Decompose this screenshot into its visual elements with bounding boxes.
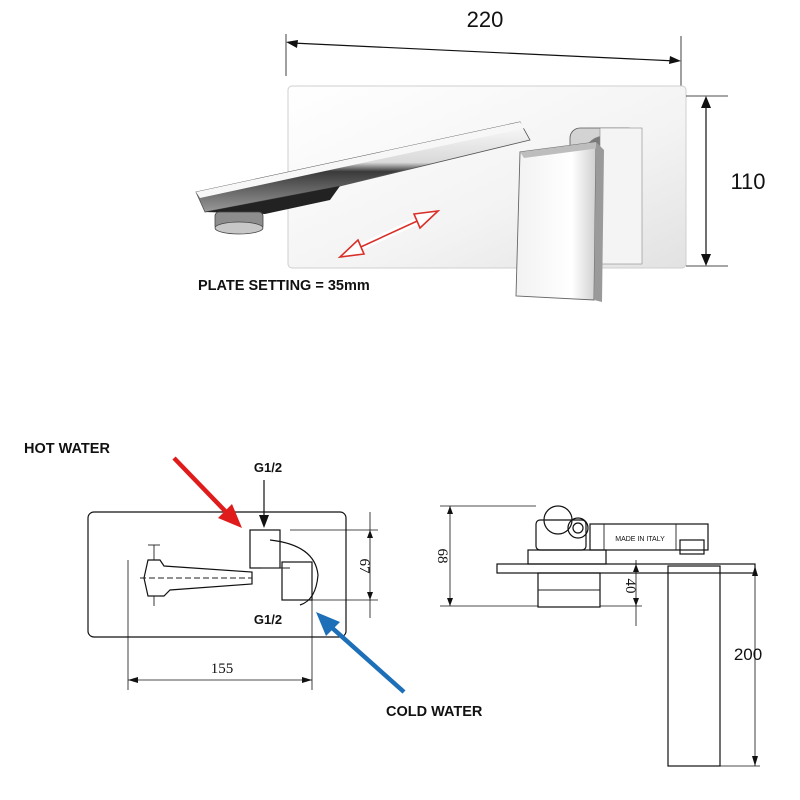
handle-side-edge xyxy=(594,142,604,302)
width-arrowhead-left xyxy=(286,40,298,48)
width-dimension-value: 220 xyxy=(467,7,504,32)
side-body-flange xyxy=(527,549,607,565)
cold-inlet-block xyxy=(281,561,313,601)
plate-arrowhead-right xyxy=(412,209,441,230)
plate-setting-note: PLATE SETTING = 35mm xyxy=(198,278,370,294)
plate-setting-arrow xyxy=(337,209,441,259)
side-overall-dim-value: 68 xyxy=(434,549,450,564)
handle-lever xyxy=(515,141,604,302)
hot-water-label: HOT WATER xyxy=(24,441,110,457)
front-spout-outline xyxy=(143,559,253,597)
height-arrowhead-top xyxy=(701,96,711,108)
spout-underside xyxy=(205,186,340,214)
spout xyxy=(195,121,531,235)
height-arrowhead-bottom xyxy=(701,254,711,266)
side-body-dimension: 40 xyxy=(600,560,642,626)
hot-inlet-block xyxy=(249,529,281,569)
height-dimension: 110 xyxy=(686,95,766,267)
front-height-dim-value: 67 xyxy=(356,559,372,575)
side-view-drawing: MADE IN ITALY 68 40 200 xyxy=(434,505,762,767)
width-dimension: 220 xyxy=(285,7,682,88)
side-wall-plate xyxy=(496,563,756,574)
side-spout-dimension: 200 xyxy=(720,564,762,767)
side-spout-dim-value: 200 xyxy=(734,645,762,664)
handle-top-edge xyxy=(520,142,600,158)
hot-water-arrow xyxy=(172,456,242,528)
side-overall-dimension: 68 xyxy=(434,505,538,607)
cold-water-arrow xyxy=(316,612,406,694)
width-dimension-line xyxy=(291,42,677,62)
front-height-dimension: 67 xyxy=(290,512,378,618)
hot-arrowhead xyxy=(218,504,242,528)
side-cartridge: MADE IN ITALY xyxy=(535,505,709,555)
front-valve-body xyxy=(249,529,319,606)
front-spout-profile xyxy=(140,544,253,606)
cold-water-label: COLD WATER xyxy=(386,704,483,720)
cold-arrowhead xyxy=(316,612,340,636)
aerator-outlet xyxy=(214,221,264,235)
thread-label-bottom: G1/2 xyxy=(254,612,282,627)
front-plate-outline xyxy=(87,511,347,638)
front-length-dimension: 155 xyxy=(127,560,313,690)
hot-arrow-shaft xyxy=(172,456,230,516)
thread-label-top: G1/2 xyxy=(254,460,282,475)
handle-front-face xyxy=(515,141,597,301)
width-arrowhead-right xyxy=(669,56,681,64)
height-dimension-value: 110 xyxy=(730,169,765,194)
side-spout xyxy=(667,565,721,767)
spout-top-highlight xyxy=(196,122,525,198)
product-rendering: 220 110 xyxy=(195,7,766,302)
side-lever-arm xyxy=(589,523,709,551)
cartridge-cover xyxy=(599,127,643,265)
front-view-drawing: G1/2 G1/2 67 155 HOT WATER xyxy=(24,441,483,720)
valve-arc xyxy=(269,539,319,606)
plate-arrowhead-left xyxy=(337,238,366,259)
plate-arrow-shaft xyxy=(351,216,427,252)
thread-pointer-top-head xyxy=(259,515,269,528)
side-body-engraving: MADE IN ITALY xyxy=(615,536,665,543)
front-length-dim-value: 155 xyxy=(211,661,234,677)
side-body-dim-value: 40 xyxy=(622,579,638,594)
cold-arrow-shaft xyxy=(328,624,406,694)
